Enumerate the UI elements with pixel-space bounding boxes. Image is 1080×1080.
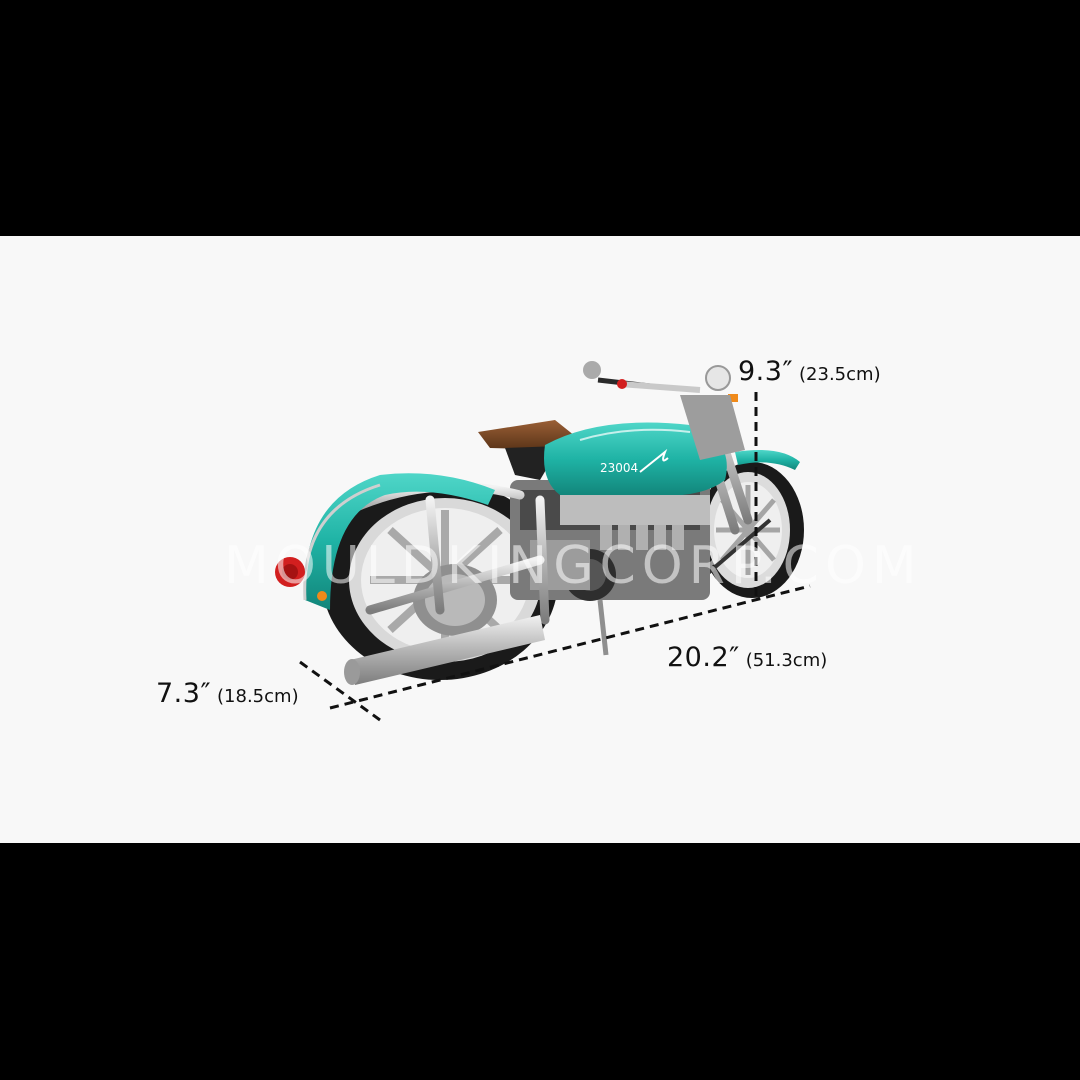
tank-number: 23004 xyxy=(600,461,638,475)
length-label: 20.2″(51.3cm) xyxy=(667,644,827,671)
fuel-tank: 23004 xyxy=(544,422,727,525)
product-image-stage: 23004 MOULDKINGCORP.COM 9.3″(23.5cm) 20.… xyxy=(0,236,1080,843)
width-dimension-line xyxy=(299,660,381,722)
dimension-lines xyxy=(299,392,811,722)
height-imperial: 9.3″ xyxy=(738,356,794,387)
watermark: MOULDKINGCORP.COM xyxy=(224,536,923,596)
length-metric: (51.3cm) xyxy=(745,650,828,671)
exhaust-pipe xyxy=(344,615,545,685)
handlebars xyxy=(583,361,745,460)
height-metric: (23.5cm) xyxy=(799,364,881,385)
height-label: 9.3″(23.5cm) xyxy=(738,358,881,385)
front-fender xyxy=(735,449,800,470)
letterbox-bottom xyxy=(0,843,1080,1080)
length-dimension-line xyxy=(329,584,811,710)
width-imperial: 7.3″ xyxy=(156,678,212,709)
letterbox-top xyxy=(0,0,1080,236)
rear-fender xyxy=(275,473,495,610)
width-label: 7.3″(18.5cm) xyxy=(156,680,299,707)
motorcycle-illustration: 23004 xyxy=(275,361,811,722)
length-imperial: 20.2″ xyxy=(667,642,740,673)
width-metric: (18.5cm) xyxy=(217,686,299,707)
